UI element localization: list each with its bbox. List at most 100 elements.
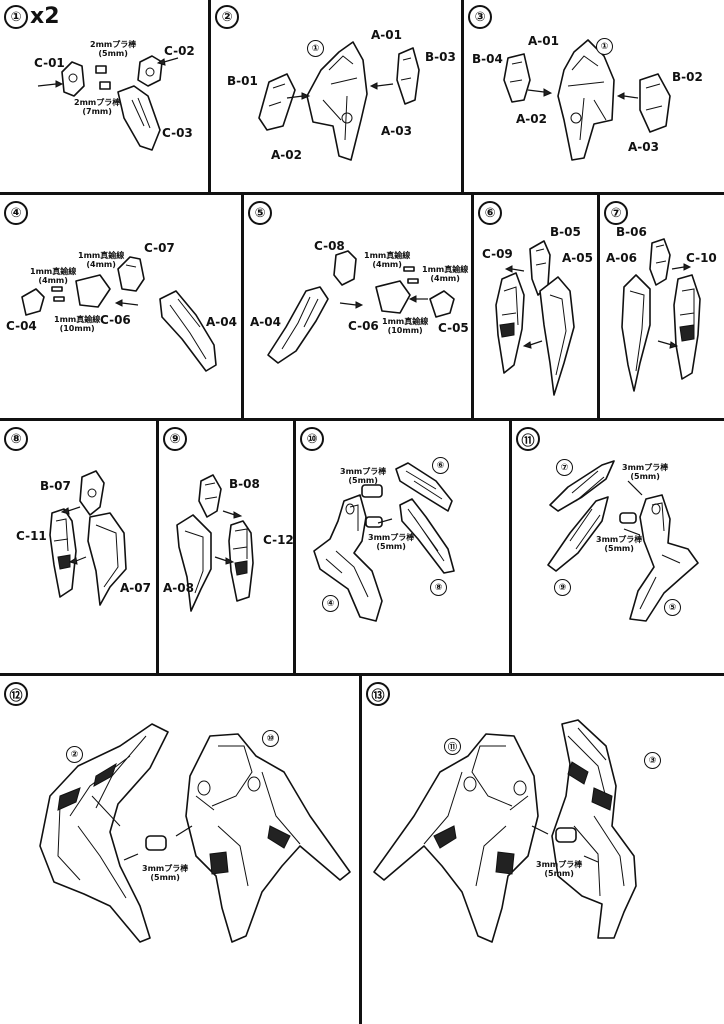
sub-assembly-ref: ④ — [322, 595, 339, 612]
step-number: ⑥ — [478, 201, 502, 225]
sub-assembly-ref: ⑪ — [444, 738, 461, 755]
step-10-panel: ⑩ ⑥ ④ ⑧ 3mmプラ棒 (5mm) 3mmプラ棒 (5mm) — [296, 421, 509, 673]
step-5-panel: ⑤ C-08 A-04 C-06 C-05 1mm真鍮線 (4mm) 1mm真鍮… — [244, 195, 471, 418]
part-label-b-07: B-07 — [40, 479, 71, 493]
step-7-illustration — [621, 238, 701, 392]
part-label-a-08: A-08 — [163, 581, 194, 595]
step-number-circle: ③ — [468, 5, 492, 29]
sub-assembly-ref: ③ — [644, 752, 661, 769]
material-note: 1mm真鍮線 (10mm) — [382, 317, 429, 335]
row-divider — [0, 192, 724, 195]
part-label-c-08: C-08 — [314, 239, 345, 253]
part-label-c-02: C-02 — [164, 44, 195, 58]
step-1-illustration — [37, 55, 179, 151]
column-divider — [208, 0, 211, 193]
step-number-circle: ⑧ — [4, 427, 28, 451]
step-number-circle: ⑦ — [604, 201, 628, 225]
material-note: 3mmプラ棒 (5mm) — [368, 533, 415, 551]
part-label-c-12: C-12 — [263, 533, 294, 547]
part-label-a-01: A-01 — [371, 28, 402, 42]
step-number-circle: ⑪ — [516, 427, 540, 451]
column-divider — [509, 419, 512, 674]
step-number-circle: ⑬ — [366, 682, 390, 706]
step-9-illustration — [176, 474, 254, 612]
material-note: 3mmプラ棒 (5mm) — [142, 864, 189, 882]
step-2-illustration — [258, 41, 420, 161]
part-label-b-06: B-06 — [616, 225, 647, 239]
part-label-c-01: C-01 — [34, 56, 65, 70]
step-number: ⑩ — [300, 427, 324, 451]
part-label-a-04: A-04 — [206, 315, 237, 329]
step-4-panel: ④ C-07 C-04 C-06 A-04 1mm真鍮線 (4mm) 1mm真鍮… — [0, 195, 241, 418]
sub-assembly-ref: ① — [596, 38, 613, 55]
sub-assembly-ref: ② — [66, 746, 83, 763]
step-number-circle: ① — [4, 5, 28, 29]
material-note: 1mm真鍮線 (4mm) — [30, 267, 77, 285]
material-note: 1mm真鍮線 (10mm) — [54, 315, 101, 333]
part-label-c-09: C-09 — [482, 247, 513, 261]
step-13-illustration — [373, 719, 637, 943]
step-number: ⑪ — [516, 427, 540, 451]
sub-assembly-ref: ⑧ — [430, 579, 447, 596]
part-label-a-03: A-03 — [381, 124, 412, 138]
sub-assembly-ref: ⑥ — [432, 457, 449, 474]
material-note: 2mmプラ棒 (7mm) — [74, 98, 121, 116]
step-11-panel: ⑪ ⑦ ⑨ ⑤ 3mmプラ棒 (5mm) 3mmプラ棒 (5mm) — [512, 421, 724, 673]
step-12-panel: ⑫ ② ⑩ 3mmプラ棒 (5mm) — [0, 676, 359, 1024]
step-10-illustration — [313, 462, 455, 622]
part-label-a-07: A-07 — [120, 581, 151, 595]
step-number: ⑧ — [4, 427, 28, 451]
step-number-circle: ⑫ — [4, 682, 28, 706]
step-number-circle: ⑨ — [163, 427, 187, 451]
part-label-a-02: A-02 — [516, 112, 547, 126]
sub-assembly-ref: ⑤ — [664, 599, 681, 616]
step-11-illustration — [547, 460, 699, 622]
part-label-c-06: C-06 — [100, 313, 131, 327]
step-13-panel: ⑬ ⑪ ③ 3mmプラ棒 (5mm) — [362, 676, 724, 1024]
part-label-b-08: B-08 — [229, 477, 260, 491]
part-label-c-04: C-04 — [6, 319, 37, 333]
material-note: 3mmプラ棒 (5mm) — [596, 535, 643, 553]
step-number: ⑨ — [163, 427, 187, 451]
column-divider — [471, 193, 474, 419]
part-label-b-03: B-03 — [425, 50, 456, 64]
step-number-circle: ⑤ — [248, 201, 272, 225]
part-label-b-02: B-02 — [672, 70, 703, 84]
step-8-panel: ⑧ B-07 C-11 A-07 — [0, 421, 156, 673]
step-number: ⑦ — [604, 201, 628, 225]
material-note: 1mm真鍮線 (4mm) — [78, 251, 125, 269]
material-note: 2mmプラ棒 (5mm) — [90, 40, 137, 58]
step-12-illustration — [39, 723, 351, 943]
column-divider — [241, 193, 244, 419]
row-divider — [0, 673, 724, 676]
column-divider — [156, 419, 159, 674]
step-number: ① x2 — [4, 5, 60, 29]
material-note: 1mm真鍮線 (4mm) — [364, 251, 411, 269]
part-label-a-04: A-04 — [250, 315, 281, 329]
step-6-illustration — [495, 240, 575, 396]
column-divider — [293, 419, 296, 674]
part-label-c-05: C-05 — [438, 321, 469, 335]
part-label-c-03: C-03 — [162, 126, 193, 140]
column-divider — [597, 193, 600, 419]
step-3-panel: ③ ① A-01 B-04 B-02 A-02 A-03 — [464, 0, 724, 192]
part-label-a-06: A-06 — [606, 251, 637, 265]
sub-assembly-ref: ① — [307, 40, 324, 57]
part-label-a-05: A-05 — [562, 251, 593, 265]
step-multiplier: x2 — [30, 4, 60, 29]
step-number: ⑬ — [366, 682, 390, 706]
step-7-panel: ⑦ B-06 A-06 C-10 — [600, 195, 724, 418]
material-note: 3mmプラ棒 (5mm) — [536, 860, 583, 878]
sub-assembly-ref: ⑩ — [262, 730, 279, 747]
step-number-circle: ⑩ — [300, 427, 324, 451]
part-label-c-06: C-06 — [348, 319, 379, 333]
step-9-panel: ⑨ B-08 C-12 A-08 — [159, 421, 294, 673]
part-label-c-07: C-07 — [144, 241, 175, 255]
step-3-illustration — [503, 39, 671, 161]
part-label-b-05: B-05 — [550, 225, 581, 239]
part-label-c-10: C-10 — [686, 251, 717, 265]
part-label-b-01: B-01 — [227, 74, 258, 88]
step-number-circle: ② — [215, 5, 239, 29]
step-8-illustration — [49, 470, 127, 606]
